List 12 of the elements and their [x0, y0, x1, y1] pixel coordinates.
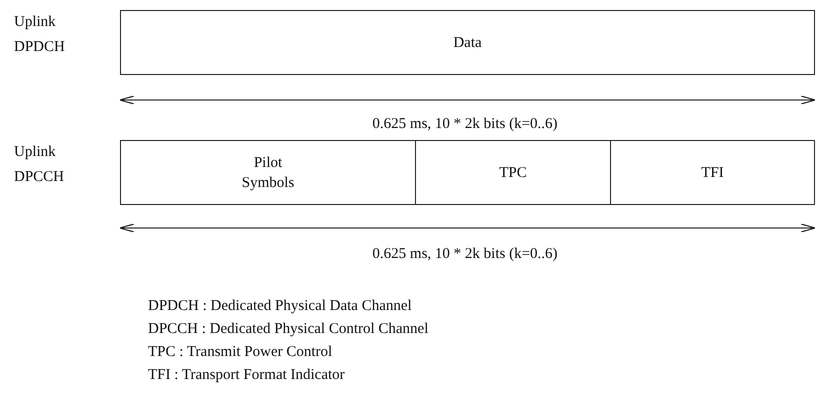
duration-label: 0.625 ms, 10 * 2k bits (k=0..6)	[371, 245, 559, 264]
duration-label: 0.625 ms, 10 * 2k bits (k=0..6)	[371, 115, 559, 134]
data-field-box: Data	[120, 10, 815, 75]
abbreviation-note: TFI : Transport Format Indicator	[148, 366, 346, 385]
channel-label: Uplink DPCCH	[14, 143, 66, 187]
pilot-symbols-field-box: Pilot Symbols	[120, 140, 416, 205]
tpc-field-box: TPC	[415, 140, 611, 205]
channel-label: Uplink DPDCH	[14, 13, 66, 57]
abbreviation-note: DPDCH : Dedicated Physical Data Channel	[148, 297, 413, 316]
abbreviation-note: TPC : Transmit Power Control	[148, 343, 334, 362]
abbreviation-note: DPCCH : Dedicated Physical Control Channel	[148, 320, 430, 339]
tfi-field-box: TFI	[610, 140, 815, 205]
